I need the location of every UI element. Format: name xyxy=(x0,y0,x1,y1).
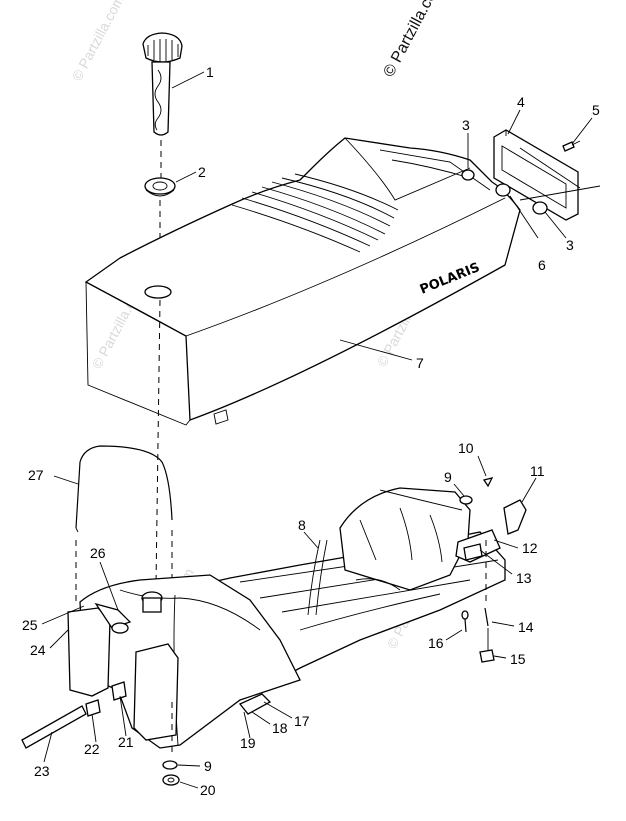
callout-7: 7 xyxy=(416,355,424,371)
assembly-line xyxy=(155,299,161,586)
callout-3: 3 xyxy=(462,117,470,133)
leader-line xyxy=(519,185,601,201)
leader-line xyxy=(519,147,581,189)
callout-12: 12 xyxy=(522,540,538,556)
callout-numbers: 1 2 3 4 5 3 6 7 8 9 10 11 12 13 14 15 16… xyxy=(22,64,600,798)
callout-9b: 9 xyxy=(204,758,212,774)
callout-15: 15 xyxy=(510,651,526,667)
bushing-part xyxy=(461,169,548,215)
seat-part: POLARIS xyxy=(84,137,521,426)
callout-9: 9 xyxy=(444,469,452,485)
prop-rod-part xyxy=(75,445,173,533)
grommet-part xyxy=(144,177,176,197)
rear-mount-parts xyxy=(455,477,527,663)
callout-2: 2 xyxy=(198,164,206,180)
callout-18: 18 xyxy=(272,720,288,736)
callout-13: 13 xyxy=(516,570,532,586)
callout-22: 22 xyxy=(84,741,100,757)
screw-part xyxy=(562,140,581,152)
callout-1: 1 xyxy=(206,64,214,80)
callout-17: 17 xyxy=(294,713,310,729)
watermark-faint: © Partzilla.com xyxy=(69,0,127,83)
gas-cap-part xyxy=(142,32,183,136)
callout-25: 25 xyxy=(22,617,38,633)
fuel-tank-assembly xyxy=(67,487,506,749)
callout-10: 10 xyxy=(458,440,474,456)
fuel-hose-part xyxy=(21,705,87,749)
callout-20: 20 xyxy=(200,782,216,798)
callout-8: 8 xyxy=(298,517,306,533)
callout-14: 14 xyxy=(518,619,534,635)
callout-3b: 3 xyxy=(566,237,574,253)
leader-lines xyxy=(41,71,593,789)
washer-nut-parts xyxy=(162,760,180,786)
callout-19: 19 xyxy=(240,735,256,751)
seat-bracket-part xyxy=(493,129,579,221)
callout-27: 27 xyxy=(28,467,44,483)
callout-4: 4 xyxy=(517,94,525,110)
callout-21: 21 xyxy=(118,734,134,750)
callout-23: 23 xyxy=(34,763,50,779)
callout-11: 11 xyxy=(530,463,545,479)
callout-5: 5 xyxy=(592,102,600,118)
callout-6: 6 xyxy=(538,257,546,273)
callout-24: 24 xyxy=(30,642,46,658)
watermark-top-right: © Partzilla.com xyxy=(381,0,447,80)
callout-26: 26 xyxy=(90,545,106,561)
callout-16: 16 xyxy=(428,635,444,651)
